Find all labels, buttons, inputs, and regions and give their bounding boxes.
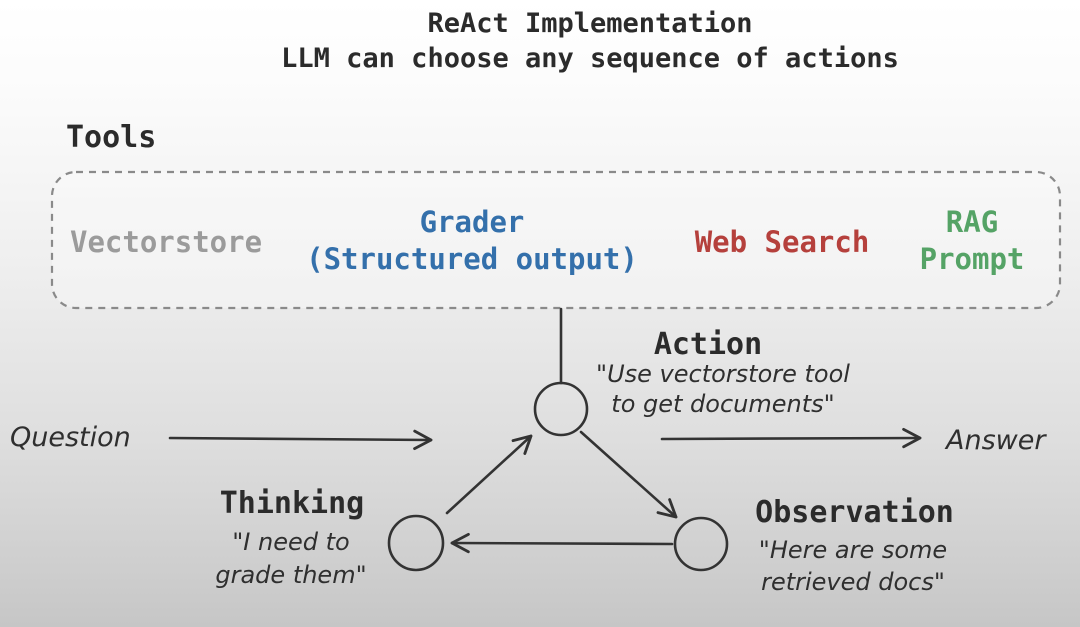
question-arrow xyxy=(168,429,433,451)
tool-item-vectorstore: Vectorstore xyxy=(70,225,263,259)
action-node-label: Action xyxy=(653,327,763,362)
tool-item-rag-prompt: RAG Prompt xyxy=(919,205,1025,276)
tool-item-grader: Grader (Structured output) xyxy=(306,205,638,276)
answer-arrow xyxy=(660,427,922,449)
answer-label: Answer xyxy=(946,425,1046,456)
observation-node-quote: "Here are some retrieved docs" xyxy=(758,536,948,596)
observation-to-thinking-arrow xyxy=(450,532,674,554)
observation-node-circle xyxy=(673,516,729,572)
thinking-to-action-arrow xyxy=(445,434,533,515)
thinking-node-circle xyxy=(387,514,445,572)
title-line-1: ReAct Implementation xyxy=(427,8,753,39)
observation-node-label: Observation xyxy=(755,495,954,530)
thinking-node-quote: "I need to grade them" xyxy=(215,528,367,589)
thinking-node-label: Thinking xyxy=(219,486,365,521)
title-line-2: LLM can choose any sequence of actions xyxy=(281,43,899,74)
action-to-observation-arrow xyxy=(579,430,678,519)
question-label: Question xyxy=(10,422,131,453)
tools-label: Tools xyxy=(66,120,157,155)
title-block: ReAct Implementation LLM can choose any … xyxy=(100,6,1080,76)
action-node-quote: "Use vectorstore tool to get documents" xyxy=(596,360,850,418)
tool-item-web-search: Web Search xyxy=(694,225,870,259)
